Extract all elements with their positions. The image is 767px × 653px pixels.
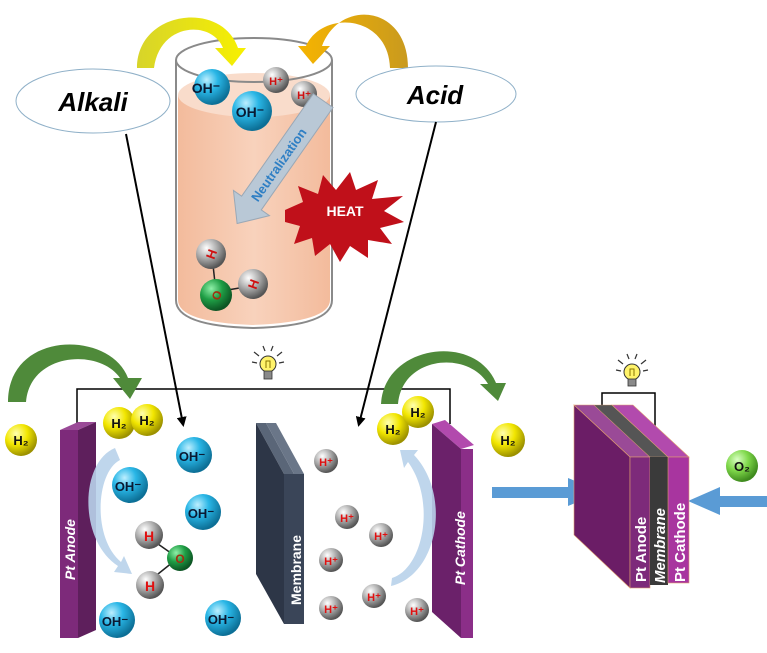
water-molecule: H O H: [135, 521, 193, 599]
heat-label: HEAT: [326, 203, 364, 219]
hydrogen-molecule: H₂: [402, 396, 434, 428]
stack-cathode-label: Pt Cathode: [672, 503, 689, 582]
proton: H⁺: [314, 449, 338, 473]
alkali-label: Alkali: [57, 87, 128, 117]
ion-label: H⁺: [297, 90, 311, 102]
ion-label: H⁺: [269, 76, 283, 88]
acid-label-bubble: Acid: [355, 65, 517, 123]
proton: H⁺: [319, 548, 343, 572]
ion-label: H⁺: [367, 592, 381, 604]
atom-label: O: [209, 289, 225, 303]
proton: H⁺: [319, 596, 343, 620]
acid-to-beaker-arrow: [298, 14, 408, 68]
hydrogen-molecule: H₂: [491, 423, 525, 457]
molecule-label: H₂: [111, 416, 126, 431]
lightbulb-icon: [615, 353, 649, 387]
hydrogen-molecule: H₂: [103, 407, 135, 439]
beaker-hydroxide-ion: OH⁻: [192, 69, 230, 105]
ion-label: OH⁻: [236, 104, 264, 120]
beaker-proton: H⁺: [263, 67, 289, 93]
ion-label: H⁺: [324, 604, 338, 616]
ion-label: H⁺: [319, 457, 333, 469]
molecule-label: H₂: [500, 433, 515, 448]
ion-label: OH⁻: [192, 80, 220, 96]
stack-cathode-layer: [667, 456, 690, 584]
molecule-label: H₂: [385, 422, 400, 437]
membrane-label: Membrane: [288, 535, 304, 605]
pt-anode-electrode: Pt Anode: [60, 422, 96, 638]
pt-anode-label: Pt Anode: [62, 519, 78, 580]
proton: H⁺: [335, 505, 359, 529]
hydroxide-ion: OH⁻: [185, 494, 221, 530]
oxygen-inflow-arrow: [688, 487, 767, 515]
heat-burst-icon: HEAT: [285, 172, 404, 262]
alkali-pointer-line: [125, 133, 187, 427]
cathode-hydrogen-outflow-arrow: [381, 351, 506, 404]
stack-membrane-label: Membrane: [652, 508, 669, 583]
ion-label: OH⁻: [188, 506, 215, 521]
alkali-to-beaker-arrow: [137, 17, 246, 68]
ion-label: H⁺: [410, 606, 424, 618]
ion-label: OH⁻: [179, 449, 206, 464]
hydroxide-ion: OH⁻: [205, 600, 241, 636]
hydroxide-ion: OH⁻: [99, 602, 135, 638]
molecule-label: H₂: [13, 433, 28, 448]
acid-label: Acid: [406, 80, 464, 110]
pt-cathode-electrode: Pt Cathode: [432, 420, 474, 638]
beaker-wall: [175, 60, 333, 330]
molecule-label: H₂: [139, 413, 154, 428]
oxygen-molecule: O₂: [726, 450, 758, 482]
atom-label: O: [175, 552, 184, 566]
ion-label: H⁺: [340, 513, 354, 525]
proton: H⁺: [362, 584, 386, 608]
ion-label: OH⁻: [115, 479, 142, 494]
membrane-separator: Membrane: [256, 423, 304, 624]
fuel-cell-stack: Pt Anode Membrane Pt Cathode: [573, 404, 690, 589]
hydrogen-molecule: H₂: [131, 404, 163, 436]
ion-label: OH⁻: [102, 614, 129, 629]
atom-label: H: [144, 528, 154, 544]
proton: H⁺: [405, 598, 429, 622]
external-circuit-wire: [76, 388, 451, 424]
stack-membrane-layer: [650, 457, 668, 585]
beaker-rim: [175, 37, 333, 83]
hydroxide-ion: OH⁻: [112, 467, 148, 503]
ion-label: H⁺: [374, 531, 388, 543]
hydrogen-molecule: H₂: [5, 424, 37, 456]
beaker-hydroxide-ion: OH⁻: [232, 91, 272, 131]
hydroxide-ion: OH⁻: [176, 437, 212, 473]
hydrogen-molecule: H₂: [377, 413, 409, 445]
acid-pointer-line: [355, 121, 437, 427]
ion-label: H⁺: [324, 556, 338, 568]
anode-hydrogen-inflow-arrow: [8, 344, 142, 402]
atom-label: H: [145, 578, 155, 594]
cathode-reaction-arrow: [391, 450, 436, 586]
alkali-label-bubble: Alkali: [15, 68, 171, 134]
molecule-label: H₂: [410, 405, 425, 420]
anode-reaction-arrow: [88, 448, 132, 574]
pt-cathode-label: Pt Cathode: [452, 511, 468, 585]
lightbulb-icon: [251, 345, 285, 380]
stack-anode-label: Pt Anode: [633, 517, 650, 582]
beaker-water-molecule: H O H: [196, 239, 268, 311]
molecule-label: O₂: [734, 459, 750, 474]
ion-label: OH⁻: [208, 612, 235, 627]
proton: H⁺: [369, 523, 393, 547]
